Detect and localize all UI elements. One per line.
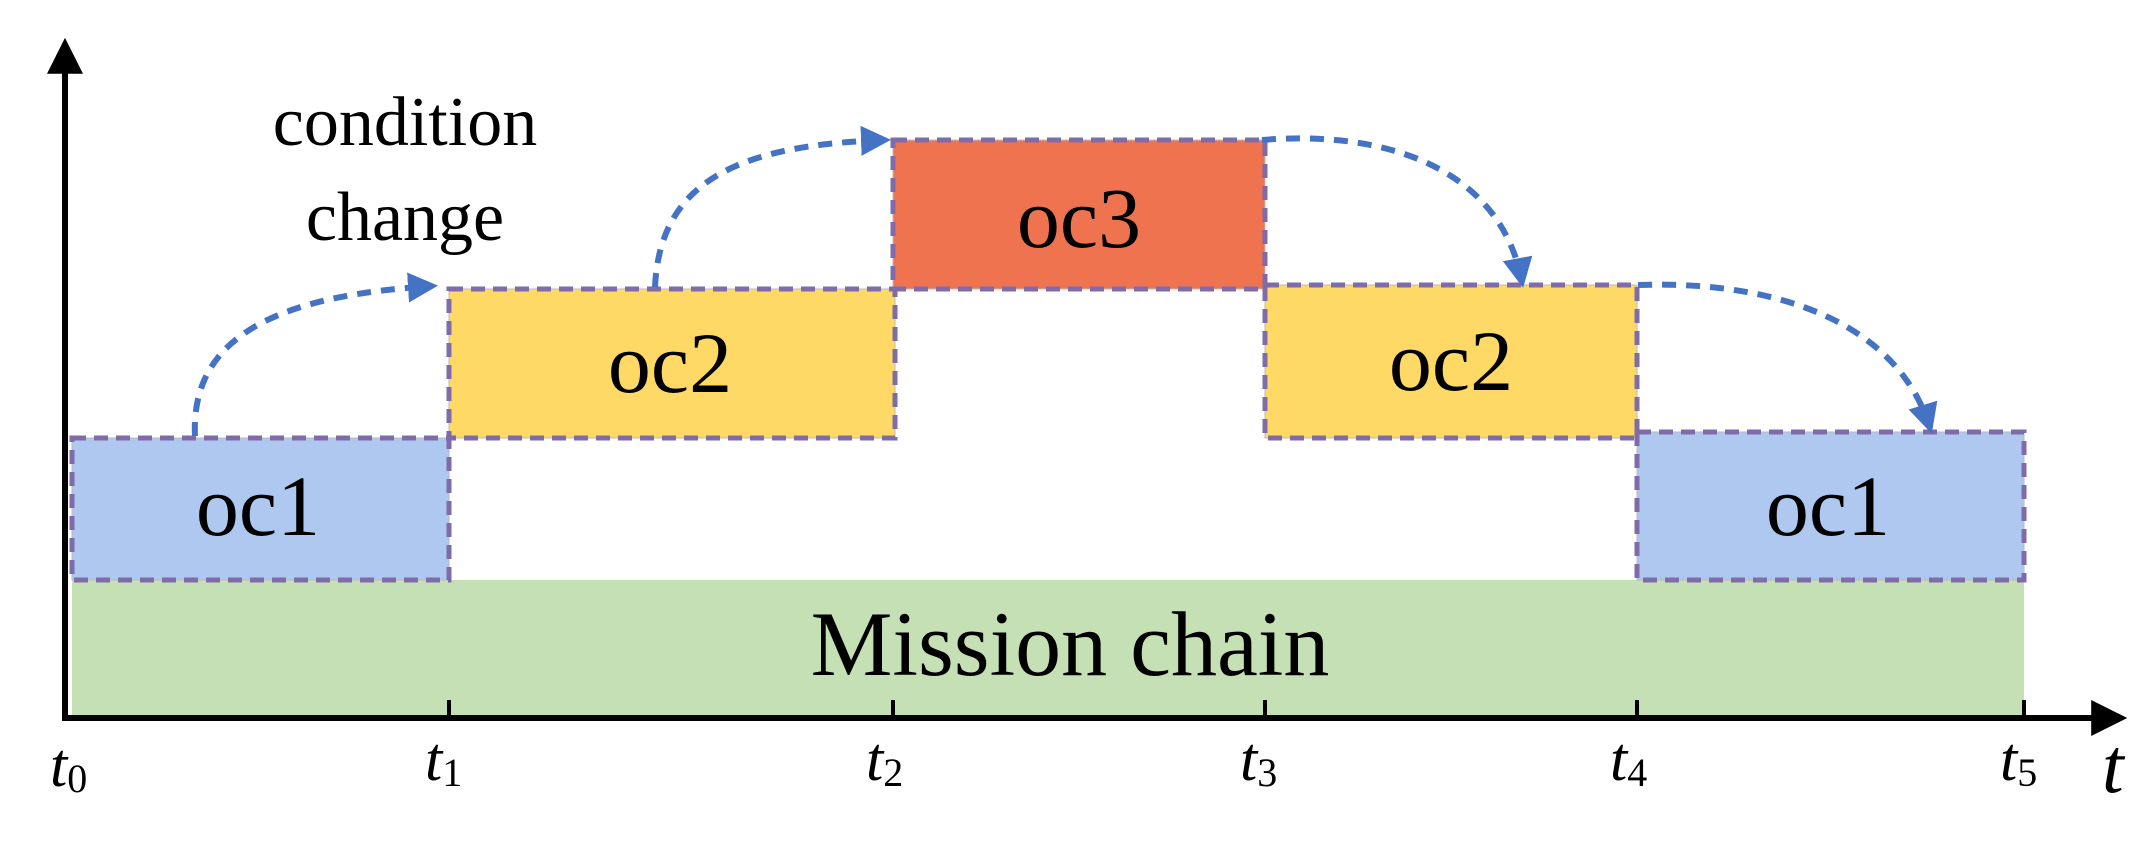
tick-label-t5: t5 [2000,726,2037,795]
x-axis-label: t [2102,722,2126,809]
annotation-line2: change [306,179,504,256]
block-oc2-right [1264,284,1638,439]
block-oc1-left [71,437,450,581]
outline-oc2-right [1262,282,1640,441]
outline-oc1-left [69,435,452,583]
tick-label-t4: t4 [1610,726,1647,795]
transition-arrow-3 [1261,135,1533,288]
transition-arrow-1 [191,272,438,437]
block-oc3 [892,139,1266,290]
block-label-oc2-left: oc2 [608,315,732,411]
block-label-oc3: oc3 [1017,170,1141,266]
outline-oc3 [890,137,1268,292]
annotation-line1: condition [273,84,537,161]
outline-oc2-left [446,286,898,441]
tick-label-t1: t1 [425,726,462,795]
tick-label-t2: t2 [866,726,903,795]
block-label-oc2-right: oc2 [1389,313,1513,409]
outline-oc1-right [1634,429,2027,583]
tick-label-t0: t0 [50,732,87,801]
mission-chain-label: Mission chain [811,593,1330,695]
mission-chain-bar [72,580,2024,718]
block-label-oc1-left: oc1 [196,458,320,554]
tick-label-t3: t3 [1240,726,1277,795]
block-label-oc1-right: oc1 [1766,458,1890,554]
transition-arrow-2 [652,125,891,288]
transition-arrow-4 [1637,281,1938,434]
